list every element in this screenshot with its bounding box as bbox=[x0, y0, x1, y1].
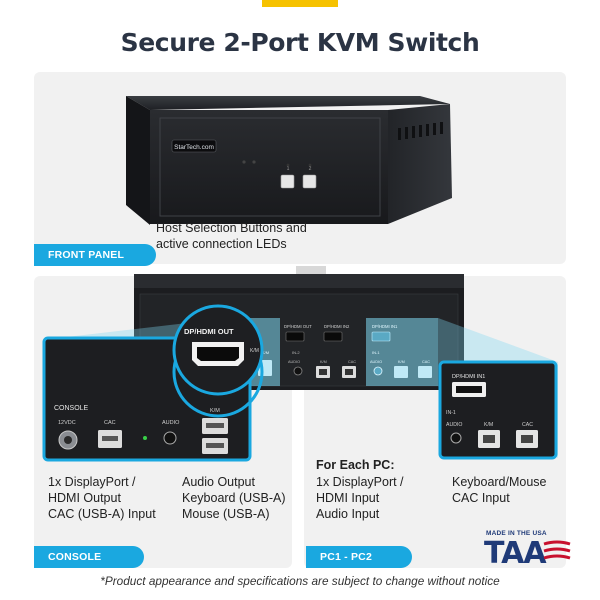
console-caption-left: 1x DisplayPort / HDMI Output CAC (USB-A)… bbox=[48, 475, 156, 521]
disclaimer-text: *Product appearance and specifications a… bbox=[100, 574, 500, 588]
taa-wordmark: TAA bbox=[484, 536, 547, 571]
pc-ports-section bbox=[304, 276, 566, 568]
console-ports-tag: CONSOLE PORTS bbox=[34, 546, 144, 585]
front-panel-tag: FRONT PANEL bbox=[34, 244, 156, 266]
pc-ports-tag: PC1 - PC2 PORTS bbox=[306, 546, 412, 585]
top-accent-bar bbox=[262, 0, 338, 7]
front-panel-caption: Host Selection Buttons and active connec… bbox=[156, 221, 307, 251]
pc-caption-right: Keyboard/Mouse CAC Input bbox=[452, 475, 547, 505]
taa-badge: MADE IN THE USA TAA bbox=[484, 530, 574, 571]
pc-caption-left: 1x DisplayPort / HDMI Input Audio Input bbox=[316, 475, 404, 521]
svg-text:IN-2: IN-2 bbox=[292, 350, 300, 355]
page-title: Secure 2-Port KVM Switch bbox=[120, 28, 480, 57]
console-caption-right: Audio Output Keyboard (USB-A) Mouse (USB… bbox=[182, 475, 286, 521]
console-ports-section bbox=[34, 276, 292, 568]
made-in-usa-text: MADE IN THE USA bbox=[486, 530, 547, 537]
pc-caption-heading: For Each PC: bbox=[316, 458, 395, 472]
flag-stripes-icon bbox=[543, 540, 571, 560]
